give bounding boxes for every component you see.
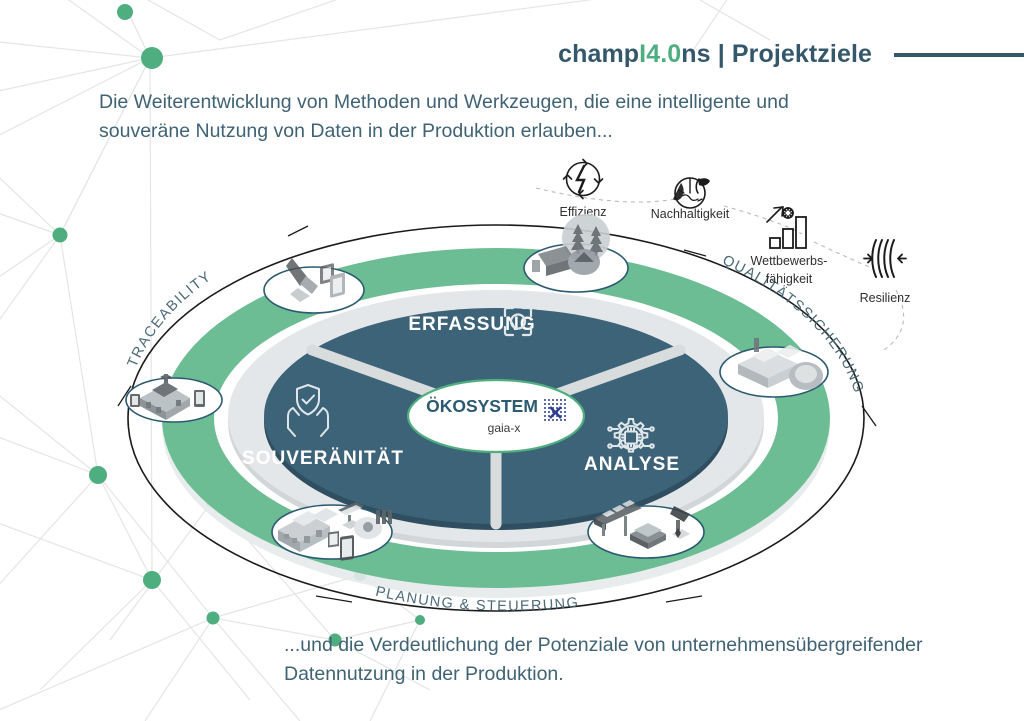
outro-line-2: Datennutzung in der Produktion. bbox=[284, 663, 564, 686]
segment-analyse-label: ANALYSE bbox=[584, 454, 680, 475]
kpi-resilienz[interactable]: Resilienz bbox=[860, 239, 911, 305]
scene-traceability-scan[interactable] bbox=[263, 258, 365, 314]
scan-frame-icon bbox=[503, 306, 533, 337]
kpi-nachhaltigkeit-label: Nachhaltigkeit bbox=[651, 207, 730, 221]
globe-leaf-icon bbox=[673, 177, 710, 209]
outer-ring-outline bbox=[127, 224, 865, 612]
kpi-wettbewerbsfaehigkeit-label-1: Wettbewerbs- bbox=[751, 254, 828, 268]
outro-line-1: ...und die Verdeutlichung der Potenziale… bbox=[284, 634, 923, 656]
lightning-efficiency-icon bbox=[562, 158, 604, 200]
center-hub bbox=[406, 378, 586, 454]
segment-erfassung[interactable]: ERFASSUNG bbox=[408, 306, 535, 337]
scene-quality[interactable] bbox=[719, 338, 829, 398]
scene-logistics[interactable] bbox=[587, 500, 705, 559]
page-title-pre: champ bbox=[558, 40, 640, 68]
outro-paragraph: ...und die Verdeutlichung der Potenziale… bbox=[284, 631, 1004, 690]
center-subtitle: gaia-x bbox=[488, 421, 521, 435]
kpi-effizienz[interactable]: Effizienz bbox=[559, 158, 607, 220]
intro-line-1: Die Weiterentwicklung von Methoden und W… bbox=[99, 91, 789, 113]
kpi-wettbewerbsfaehigkeit-label-2: fähigkeit bbox=[766, 272, 813, 286]
page-title-post: ns | Projektziele bbox=[681, 40, 872, 68]
gaia-x-logo bbox=[544, 399, 566, 421]
inner-segment-donut bbox=[264, 308, 728, 530]
kpi-connectors bbox=[535, 187, 905, 351]
scene-sustainability[interactable] bbox=[523, 214, 629, 293]
kpi-nachhaltigkeit[interactable]: Nachhaltigkeit bbox=[651, 177, 730, 221]
hands-shield-check-icon bbox=[287, 384, 329, 437]
intro-line-2: souveräne Nutzung von Daten in der Produ… bbox=[99, 120, 613, 143]
project-goals-diagram: ÖKOSYSTEM gaia-x bbox=[84, 150, 940, 630]
intro-paragraph: Die Weiterentwicklung von Methoden und W… bbox=[99, 88, 889, 147]
page-title-accent: I4.0 bbox=[639, 40, 682, 68]
spring-resilience-icon bbox=[863, 239, 907, 278]
kpi-effizienz-label: Effizienz bbox=[559, 205, 606, 219]
page-title: champI4.0ns | Projektziele bbox=[558, 40, 872, 69]
kpi-wettbewerbsfaehigkeit[interactable]: Wettbewerbs- fähigkeit bbox=[751, 206, 828, 286]
segment-souveraenitaet[interactable]: SOUVERÄNITÄT bbox=[242, 384, 404, 469]
bar-chart-growth-icon bbox=[766, 206, 807, 249]
segment-souveraenitaet-label: SOUVERÄNITÄT bbox=[242, 448, 404, 469]
header-rule bbox=[894, 52, 1024, 57]
segment-erfassung-label: ERFASSUNG bbox=[408, 314, 535, 335]
segment-analyse[interactable]: ANALYSE bbox=[584, 418, 680, 475]
center-title: ÖKOSYSTEM bbox=[426, 396, 538, 416]
center-ecosystem-label: ÖKOSYSTEM gaia-x bbox=[426, 396, 566, 435]
kpi-resilienz-label: Resilienz bbox=[860, 291, 911, 305]
header: champI4.0ns | Projektziele bbox=[558, 40, 1024, 69]
ai-gear-chip-icon bbox=[607, 418, 655, 453]
